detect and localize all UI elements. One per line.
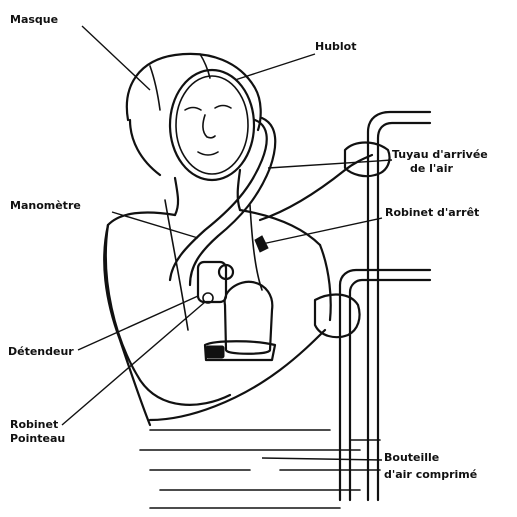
porthole-inner [176, 76, 248, 174]
label-bouteille-line1: Bouteille [384, 451, 439, 464]
left-arm-upper [106, 225, 230, 405]
bottle-clamp [206, 346, 224, 358]
stopcock [255, 236, 268, 252]
leader-tuyau [268, 160, 392, 168]
label-manometre: Manomètre [10, 199, 81, 212]
label-robinet-pointeau-line2: Pointeau [10, 432, 65, 445]
torso-left [104, 225, 150, 425]
left-forearm [150, 330, 325, 420]
porthole [170, 70, 254, 180]
lower-pipe-outer [340, 270, 430, 500]
label-tuyau-line1: Tuyau d'arrivée [392, 148, 488, 161]
upper-pipe-inner [378, 123, 430, 500]
mouth [198, 152, 218, 155]
label-masque: Masque [10, 13, 58, 26]
leader-bouteille [262, 458, 382, 460]
label-tuyau-line2: de l'air [410, 162, 453, 175]
harness-left [165, 200, 188, 330]
leader-masque [82, 26, 150, 90]
label-detendeur: Détendeur [8, 345, 74, 358]
helmet-seam-2 [200, 54, 210, 78]
leader-hublot [235, 54, 315, 80]
air-hose-2 [190, 118, 275, 285]
label-robinet-pointeau-line1: Robinet [10, 418, 58, 431]
label-hublot: Hublot [315, 40, 357, 53]
left-hand [315, 295, 360, 338]
left-eye [185, 108, 201, 111]
torso-right [320, 245, 331, 320]
right-eye [215, 106, 231, 109]
neck-right [238, 170, 240, 210]
leader-robinet-arret [262, 218, 382, 244]
lower-pipe-inner [350, 280, 430, 500]
helmet-cap [127, 54, 261, 130]
label-robinet-arret: Robinet d'arrêt [385, 206, 479, 219]
leader-robinet-pointeau [62, 302, 205, 425]
label-bouteille-line2: d'air comprimé [384, 468, 477, 481]
head-side [130, 120, 160, 175]
nose [203, 115, 215, 138]
leader-manometre [112, 212, 198, 238]
helmet-seam [150, 66, 160, 110]
neck [175, 178, 178, 215]
